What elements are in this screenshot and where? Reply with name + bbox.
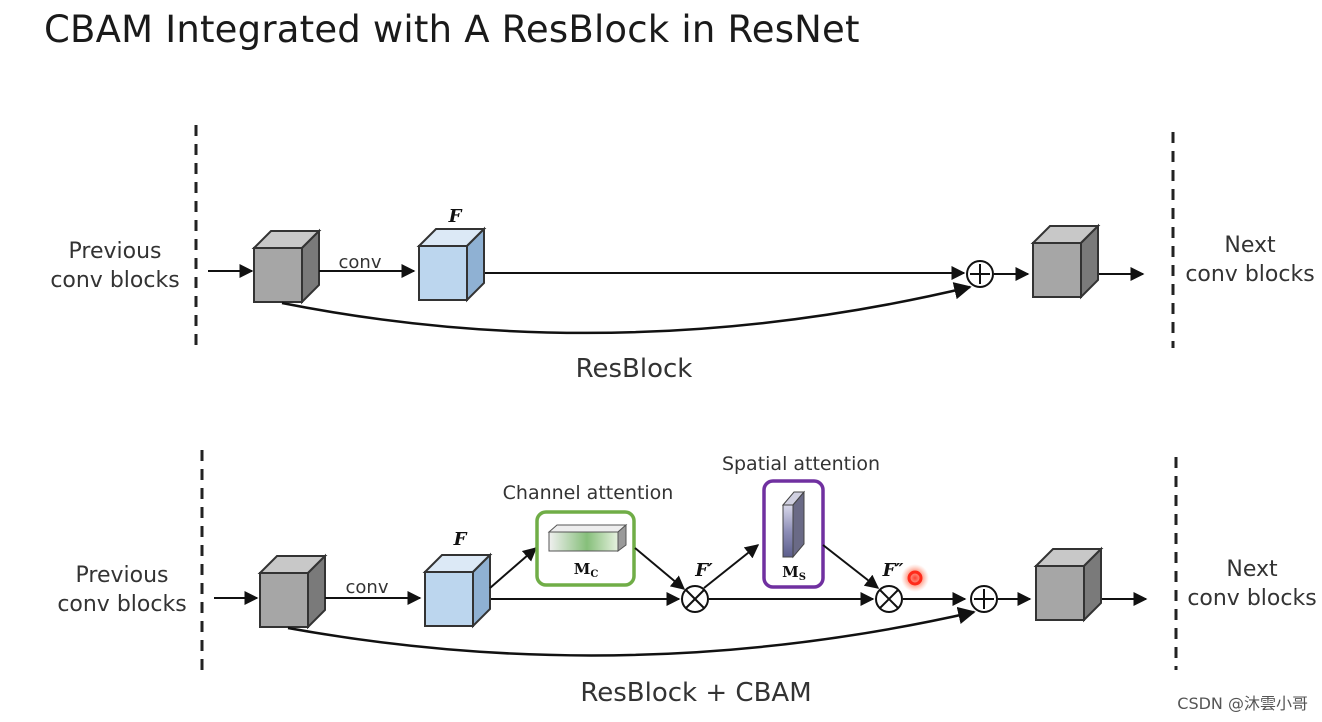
- spatial-to-multiply-arrow: [822, 544, 880, 589]
- watermark: CSDN @沐雲小哥: [1177, 694, 1308, 713]
- add-operator-icon: [970, 585, 998, 613]
- multiply-operator-icon: [875, 585, 903, 613]
- next-label-line1: Next: [1226, 557, 1278, 582]
- resblock-cbam-caption: ResBlock + CBAM: [580, 678, 811, 708]
- spatial-map-label: MS: [782, 563, 806, 583]
- conv-label: conv: [339, 252, 382, 273]
- resblock-caption: ResBlock: [576, 354, 693, 384]
- previous-label-line2: conv blocks: [57, 592, 186, 617]
- output-feature-cube: [1033, 546, 1104, 623]
- F-double-prime-label: F″: [882, 560, 904, 581]
- skip-connection: [281, 282, 972, 335]
- cursor-highlight-icon: [901, 564, 929, 592]
- output-feature-cube: [1030, 223, 1101, 300]
- to-spatial-arrow: [703, 544, 760, 589]
- skip-connection: [287, 606, 976, 657]
- spatial-attention-label: Spatial attention: [722, 453, 880, 475]
- channel-attention-module: MC: [535, 510, 636, 587]
- feature-F-label: F: [453, 529, 468, 550]
- channel-to-multiply-arrow: [634, 547, 686, 590]
- next-label-line2: conv blocks: [1187, 586, 1316, 611]
- feature-F-label: F: [448, 206, 463, 227]
- conv-label: conv: [346, 577, 389, 598]
- page-title: CBAM Integrated with A ResBlock in ResNe…: [44, 8, 860, 51]
- spatial-attention-module: MS: [762, 479, 825, 589]
- add-operator-icon: [966, 260, 994, 288]
- channel-map-label: MC: [574, 560, 599, 580]
- multiply-operator-icon: [681, 585, 709, 613]
- input-feature-cube: [251, 228, 322, 305]
- previous-label-line2: conv blocks: [50, 268, 179, 293]
- resblock-diagram: Previous conv blocks Next conv blocks co…: [50, 125, 1315, 384]
- previous-label-line1: Previous: [69, 239, 162, 264]
- input-feature-cube: [257, 553, 328, 630]
- next-label-line2: conv blocks: [1185, 262, 1314, 287]
- F-prime-label: F′: [694, 560, 713, 581]
- feature-F-cube: [422, 552, 493, 629]
- previous-label-line1: Previous: [76, 563, 169, 588]
- channel-attention-label: Channel attention: [503, 482, 674, 504]
- resblock-cbam-diagram: Previous conv blocks Next conv blocks co…: [57, 450, 1317, 708]
- F-to-channel-arrow: [489, 547, 538, 589]
- next-label-line1: Next: [1224, 233, 1276, 258]
- feature-F-cube: [416, 226, 487, 303]
